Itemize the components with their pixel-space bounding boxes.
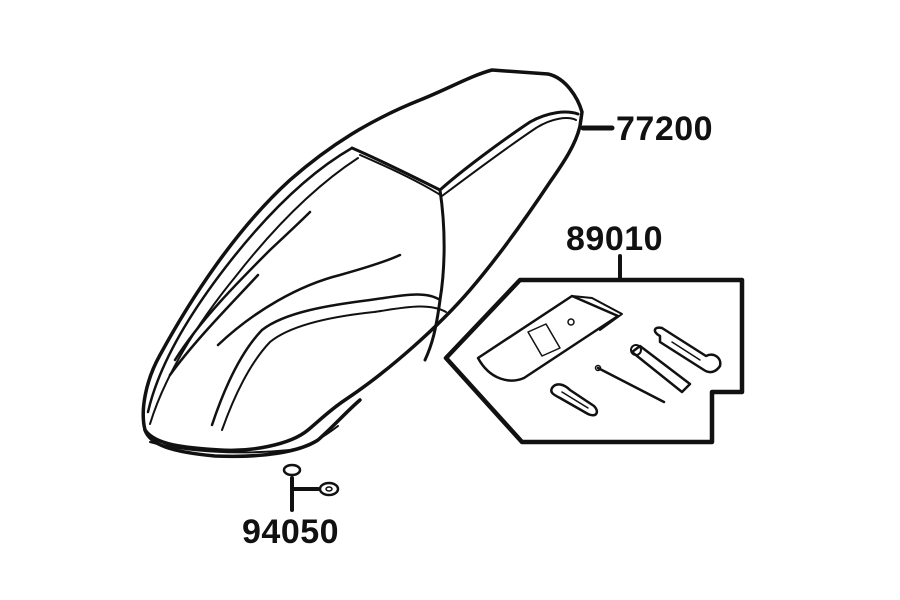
washer-hole <box>325 486 333 492</box>
wrench-detail <box>671 341 701 361</box>
seat-rear-section <box>350 110 580 192</box>
seat-rear-seam <box>359 117 577 197</box>
tool-bag-window <box>527 323 561 357</box>
seat-bottom-edge <box>149 425 339 454</box>
seat-stripe-2 <box>168 273 260 377</box>
seat-front-panel-inner <box>221 305 447 431</box>
seat-front-cushion-inner <box>149 157 359 425</box>
bolt-head <box>282 463 302 477</box>
seat-drawing <box>141 68 584 459</box>
tool-rod-tip <box>594 364 602 372</box>
box-spanner <box>630 344 692 394</box>
toolkit-outline <box>443 277 745 445</box>
seat-front-cushion <box>146 146 354 414</box>
part-label-89010: 89010 <box>566 220 664 258</box>
seat-stripe-3 <box>216 253 402 347</box>
wrench <box>653 326 722 374</box>
tool-rod <box>596 366 666 404</box>
part-label-94050: 94050 <box>242 513 340 551</box>
tool-bag-button <box>567 318 575 326</box>
tool-bag-flap <box>571 295 623 331</box>
screwdriver-detail <box>561 391 589 409</box>
seat-side-skirt <box>143 398 362 459</box>
part-label-77200: 77200 <box>616 110 714 148</box>
toolkit-drawing <box>443 254 745 445</box>
bolt-washer-drawing <box>282 463 340 512</box>
tool-bag <box>476 294 620 382</box>
seat-outline <box>141 68 584 453</box>
seat-front-panel <box>210 293 442 427</box>
washer <box>318 481 340 497</box>
box-spanner-end <box>630 344 642 356</box>
seat-stripe-1 <box>173 210 312 362</box>
seat-divider <box>423 188 446 362</box>
